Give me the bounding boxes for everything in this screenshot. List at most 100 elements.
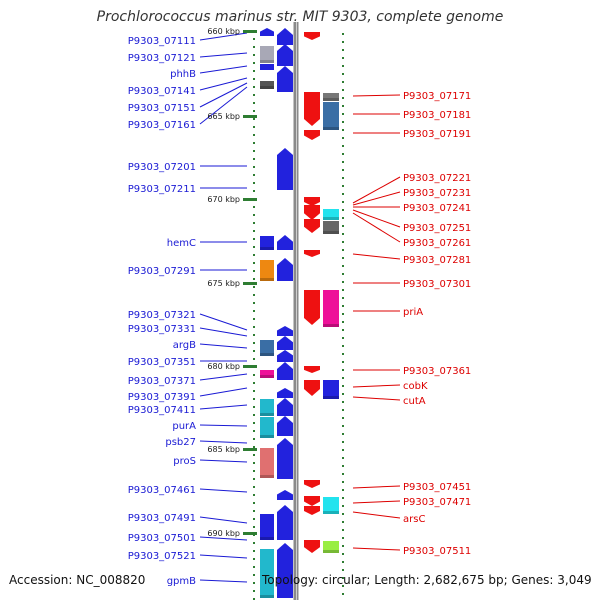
feature-dot: [253, 166, 255, 168]
feature-dot: [342, 513, 344, 515]
gene-feature: [260, 370, 274, 378]
gene-label: P9303_07121: [128, 53, 196, 64]
feature-dot: [342, 273, 344, 275]
gene-feature-shade: [260, 595, 274, 598]
feature-dot: [253, 582, 255, 584]
label-connector: [199, 440, 248, 444]
kbp-tick-mark: [243, 115, 257, 118]
gene-label: hemC: [167, 238, 196, 249]
gene-feature: [304, 540, 320, 553]
feature-dot: [253, 286, 255, 288]
feature-dot: [342, 393, 344, 395]
gene-feature: [304, 496, 320, 506]
feature-dot: [342, 577, 344, 579]
feature-dot: [342, 201, 344, 203]
gene-label: P9303_07521: [128, 551, 196, 562]
gene-label: P9303_07111: [128, 36, 196, 47]
feature-dot: [342, 97, 344, 99]
feature-dot: [342, 473, 344, 475]
feature-dot: [342, 33, 344, 35]
label-connector: [352, 384, 401, 388]
feature-dot: [342, 265, 344, 267]
label-connector: [199, 579, 248, 583]
feature-dot: [342, 185, 344, 187]
gene-label: P9303_07371: [128, 376, 196, 387]
kbp-tick-mark: [243, 532, 257, 535]
gene-label: cobK: [403, 381, 428, 392]
feature-dot: [253, 190, 255, 192]
kbp-tick-mark: [243, 448, 257, 451]
feature-dot: [253, 350, 255, 352]
feature-dot: [253, 102, 255, 104]
feature-dot: [342, 81, 344, 83]
feature-dot: [253, 62, 255, 64]
gene-feature: [260, 340, 274, 356]
label-connector: [199, 424, 248, 427]
label-connector: [199, 77, 248, 91]
gene-label: P9303_07241: [403, 203, 471, 214]
gene-label: P9303_07251: [403, 223, 471, 234]
feature-dot: [342, 313, 344, 315]
feature-dot: [342, 217, 344, 219]
gene-feature-shade: [260, 537, 274, 540]
gene-label: psb27: [165, 437, 196, 448]
gene-feature-shade: [323, 127, 339, 130]
feature-dot: [342, 337, 344, 339]
gene-feature: [277, 543, 293, 598]
gene-feature-shade: [260, 278, 274, 281]
label-connector: [199, 32, 248, 41]
label-connector: [199, 516, 248, 524]
feature-dot: [253, 254, 255, 256]
feature-dot: [253, 182, 255, 184]
feature-dot: [342, 153, 344, 155]
feature-dot: [342, 385, 344, 387]
label-connector: [352, 396, 401, 401]
gene-label: cutA: [403, 396, 426, 407]
feature-dot: [253, 486, 255, 488]
gene-label: P9303_07181: [403, 110, 471, 121]
feature-dot: [253, 54, 255, 56]
gene-label: P9303_07451: [403, 482, 471, 493]
feature-dot: [253, 230, 255, 232]
feature-dot: [253, 454, 255, 456]
gene-feature: [323, 290, 339, 327]
feature-dot: [342, 529, 344, 531]
feature-dot: [342, 225, 344, 227]
feature-dot: [253, 478, 255, 480]
feature-dot: [253, 558, 255, 560]
feature-dot: [342, 177, 344, 179]
gene-label: P9303_07171: [403, 91, 471, 102]
feature-dot: [253, 470, 255, 472]
gene-feature: [277, 438, 293, 479]
feature-dot: [253, 542, 255, 544]
gene-feature-shade: [323, 511, 339, 514]
map-title: Prochlorococcus marinus str. MIT 9303, c…: [96, 9, 504, 25]
feature-dot: [253, 262, 255, 264]
gene-feature: [277, 66, 293, 92]
feature-dot: [342, 505, 344, 507]
gene-feature-shade: [323, 396, 339, 399]
gene-feature: [277, 44, 293, 66]
feature-dot: [253, 318, 255, 320]
gene-feature: [304, 32, 320, 40]
feature-dot: [342, 281, 344, 283]
gene-label: P9303_07201: [128, 162, 196, 173]
gene-feature: [277, 505, 293, 540]
label-connector: [199, 86, 248, 125]
gene-label: P9303_07191: [403, 129, 471, 140]
gene-label: P9303_07321: [128, 310, 196, 321]
feature-dot: [253, 134, 255, 136]
feature-dot: [253, 342, 255, 344]
gene-label: P9303_07291: [128, 266, 196, 277]
kbp-tick-mark: [243, 365, 257, 368]
gene-label: P9303_07281: [403, 255, 471, 266]
feature-dot: [253, 510, 255, 512]
gene-feature-shade: [260, 435, 274, 438]
gene-label: P9303_07211: [128, 184, 196, 195]
gene-feature-shade: [323, 217, 339, 220]
gene-feature: [304, 219, 320, 233]
kbp-tick-label: 660 kbp: [207, 27, 240, 36]
feature-dot: [342, 49, 344, 51]
kbp-tick-label: 680 kbp: [207, 362, 240, 371]
label-connector: [352, 176, 401, 204]
